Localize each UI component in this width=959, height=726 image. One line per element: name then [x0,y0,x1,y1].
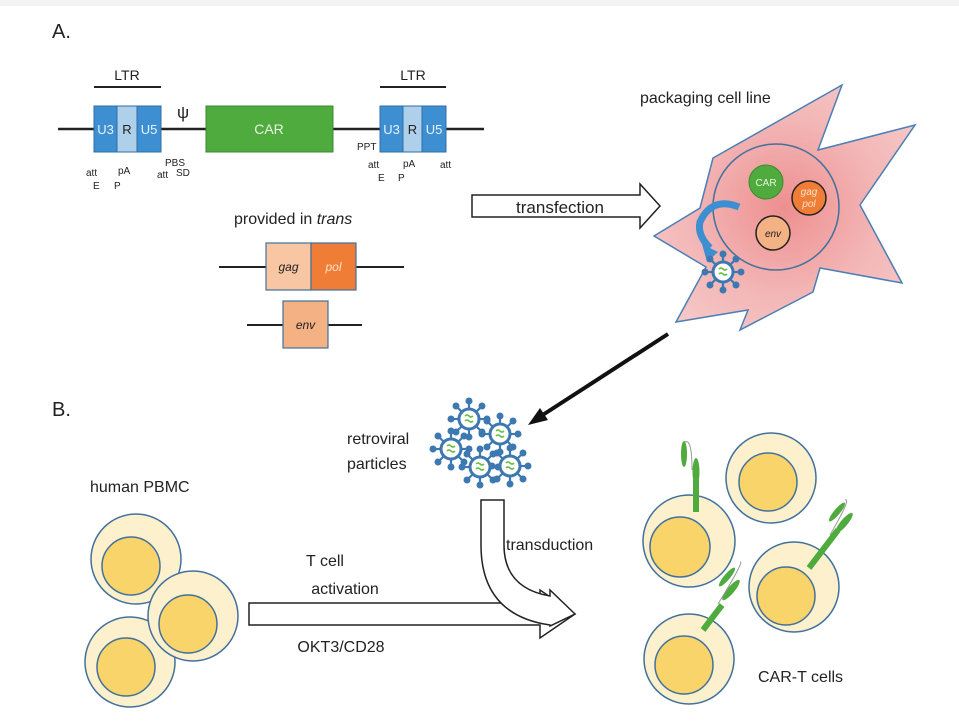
p-label-1: P [114,181,121,192]
r-label-right: R [408,122,417,137]
packaging-cell-body [652,83,917,332]
car-t-cell [748,499,853,633]
activation-label-line1: T cell [306,553,344,570]
car-t-cell [725,432,817,524]
car-receptor [806,528,841,570]
trans-helper-constructs: provided in trans gag pol env [219,211,404,349]
transduction-arrow: transduction [480,499,593,628]
car-gene-label: CAR [254,121,284,137]
pol-plasmid-label: pol [801,199,816,210]
car-t-cell [642,441,736,588]
budding-virion-icon [701,250,745,294]
att-label-4: att [440,160,451,171]
env-label: env [296,318,316,332]
r-label-left: R [122,122,131,137]
sd-label: SD [176,168,190,179]
car-receptor [700,603,725,632]
pbmc-cell [90,513,182,605]
car-t-cell [643,561,742,705]
virion-icon [488,444,532,488]
gag-pol-plasmid [791,180,827,216]
harvest-arrow [528,332,670,425]
u3-label-left: U3 [97,122,114,137]
e-label-1: E [93,181,100,192]
budding-arrow [696,200,741,251]
u5-left [136,105,162,153]
retroviral-construct: LTR U3 R U5 ψ PBS SD att E pA P att CAR … [58,67,484,192]
ltr-label-right: LTR [400,67,425,83]
trans-title-prefix: provided in [234,211,317,228]
particles-label-line1: retroviral [347,431,409,448]
transfection-label: transfection [516,198,604,217]
activation-label-line2: activation [311,581,379,598]
att-label-3: att [368,160,379,171]
panel-label-b: B. [52,399,71,421]
budding-arrow-head [702,244,718,262]
att-label-1: att [86,168,97,179]
transduction-label: transduction [506,537,593,554]
car-gene [205,105,334,153]
env-plasmid-label: env [765,229,782,240]
particles-label-line2: particles [347,456,407,473]
top-border [0,0,959,6]
gag-plasmid-label: gag [801,187,818,198]
virion-icon [478,412,522,456]
packaging-cell-title: packaging cell line [640,90,771,107]
activation-agent-label: OKT3/CD28 [297,639,384,656]
pbs-label: PBS [165,158,185,169]
pol-label: pol [324,260,341,274]
panel-label-a: A. [52,21,71,43]
ltr-label-left: LTR [114,67,139,83]
e-label-2: E [378,173,385,184]
retroviral-particles-cluster [429,397,532,489]
pbmc-cell [84,616,176,708]
u3-label-right: U3 [383,122,400,137]
p-label-2: P [398,173,405,184]
transfection-arrow: transfection [471,182,662,230]
trans-title-italic: trans [317,211,353,228]
env-plasmid [755,215,791,251]
psi-label: ψ [177,103,189,122]
trans-title: provided in trans [234,211,352,228]
u5-label-left: U5 [141,122,158,137]
car-plasmid-label: CAR [755,178,776,189]
gag-label: gag [278,260,298,274]
gag-gene [265,242,312,291]
car-t-label: CAR-T cells [758,669,843,686]
virion-icon [429,427,473,471]
pbmc-cell [147,570,239,662]
pa-label-1: pA [118,166,131,177]
car-plasmid [748,164,784,200]
car-t-cluster [642,432,853,705]
ppt-label: PPT [357,142,376,153]
u5-right [421,105,447,153]
pbmc-cluster [84,513,239,708]
att-label-2: att [157,170,168,181]
pbmc-label: human PBMC [90,479,190,496]
env-gene [282,300,329,349]
u5-label-right: U5 [426,122,443,137]
packaging-cell: packaging cell line CAR gag pol env [640,83,917,332]
car-receptor [693,480,699,512]
pol-gene [310,242,357,291]
pa-label-2: pA [403,159,416,170]
